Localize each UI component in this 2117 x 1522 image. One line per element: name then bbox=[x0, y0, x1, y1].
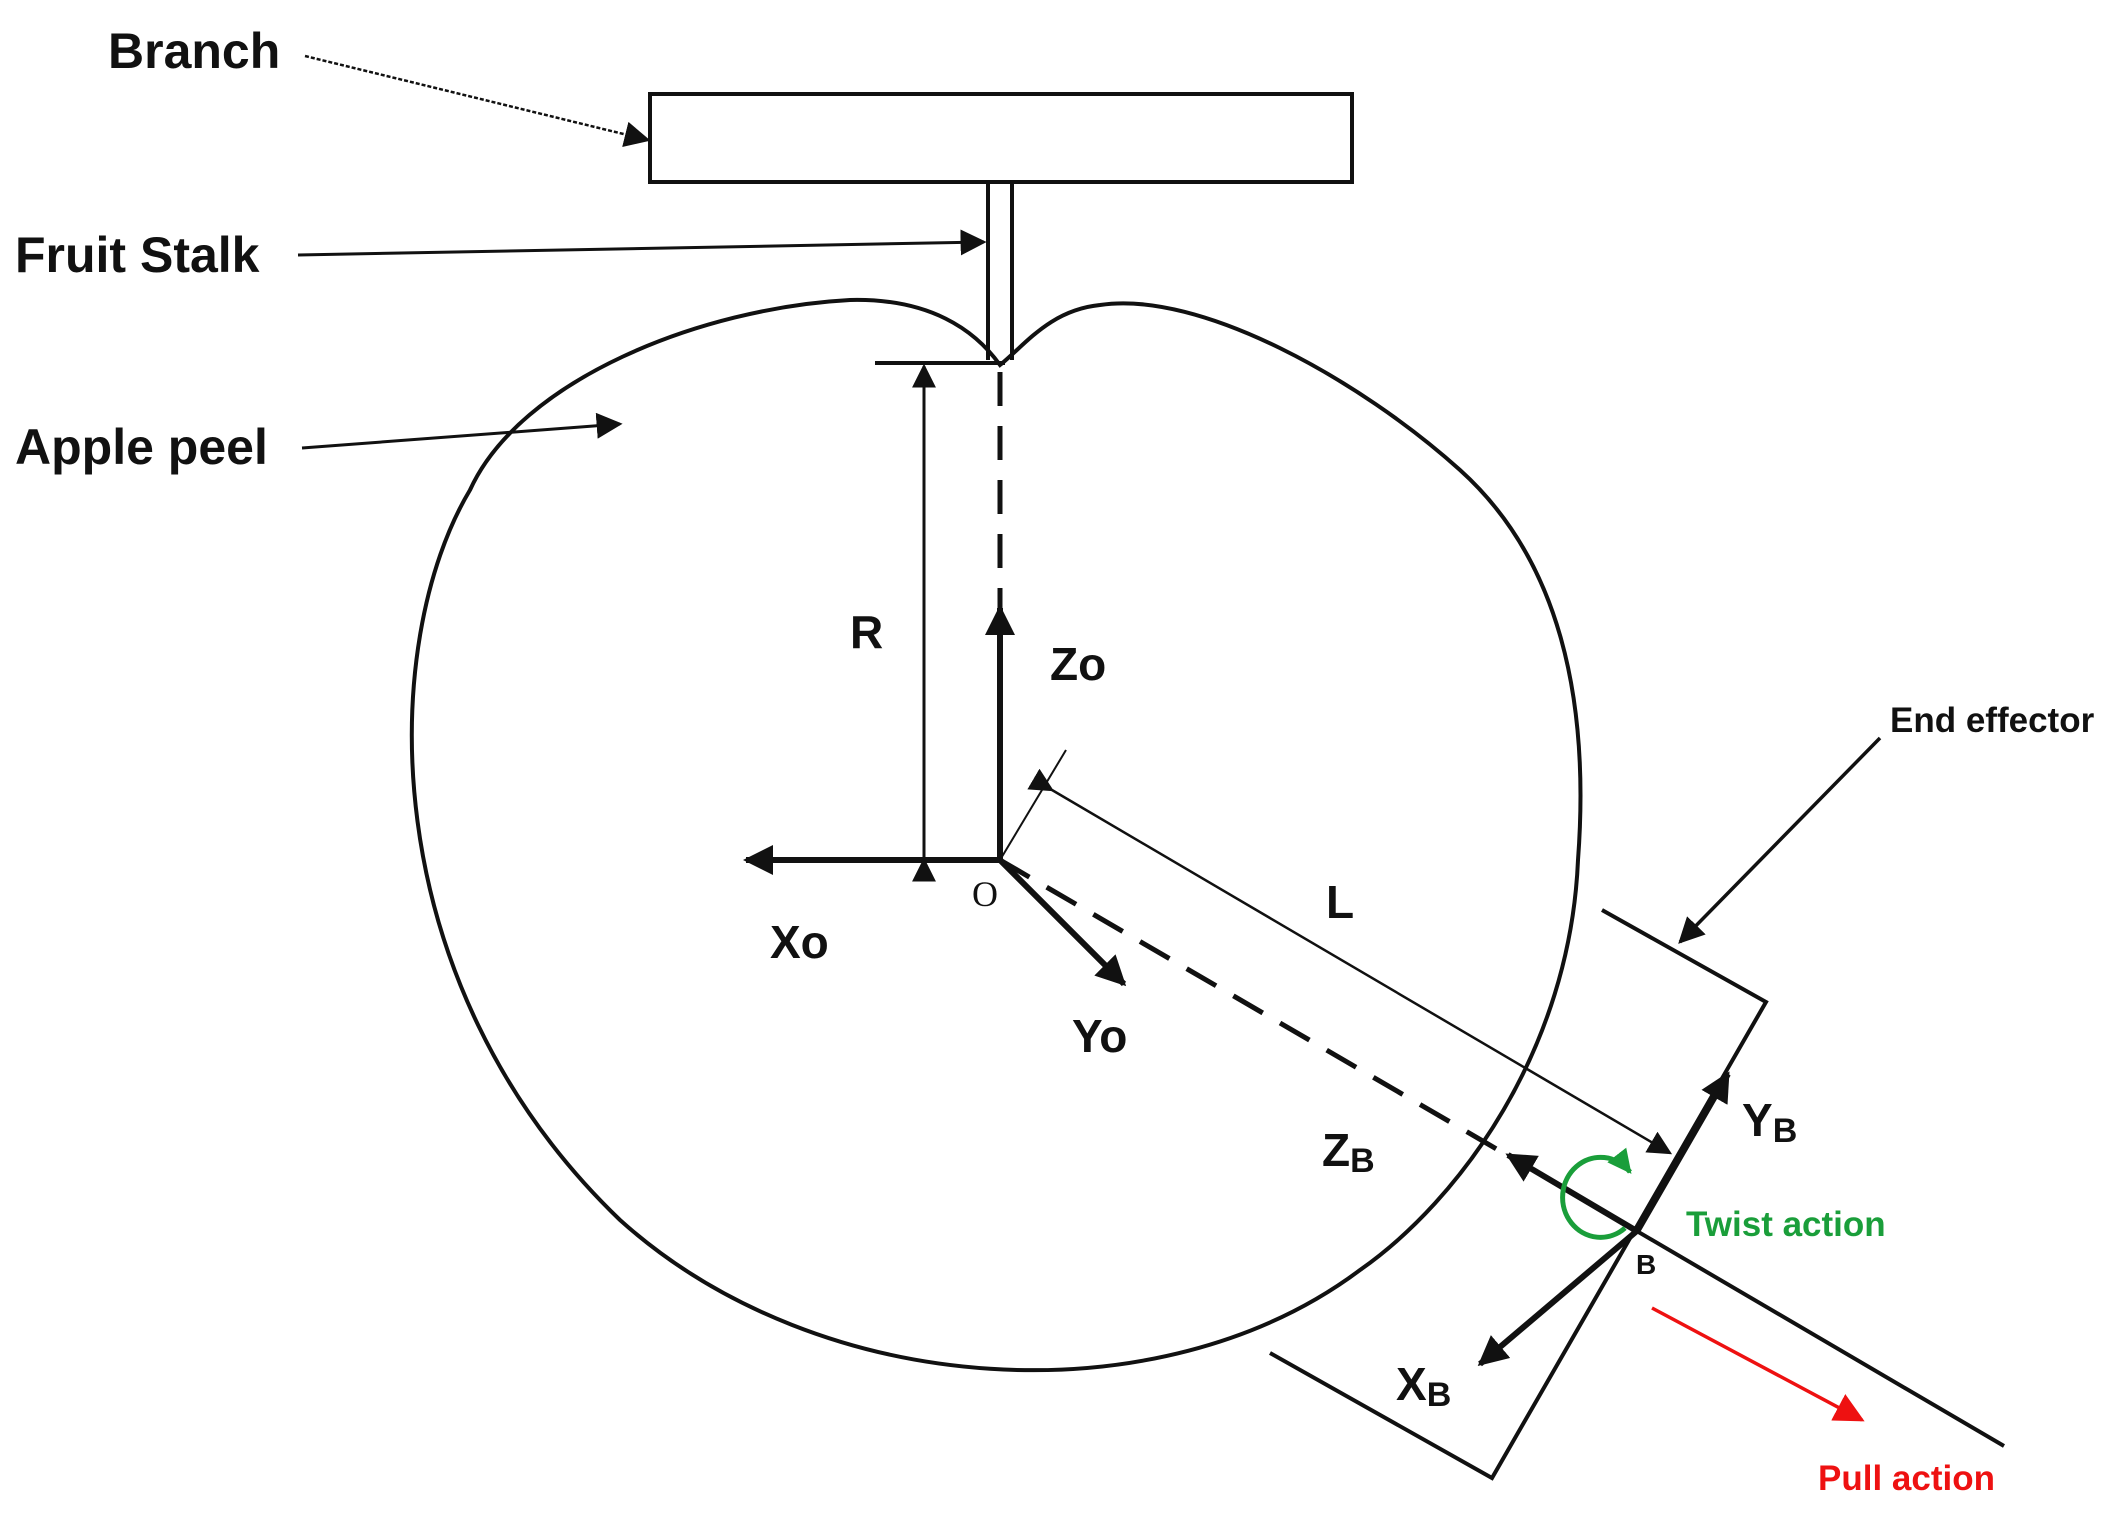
yb-label-main: Y bbox=[1742, 1094, 1773, 1146]
end-effector-label: End effector bbox=[1890, 701, 2095, 740]
fruit-stalk-pointer bbox=[297, 229, 987, 257]
pull-action-arrow bbox=[1651, 1306, 1865, 1422]
fruit-stalk-label: Fruit Stalk bbox=[15, 227, 260, 283]
apple-peel-outline bbox=[409, 297, 1583, 1373]
branch-label: Branch bbox=[108, 23, 280, 79]
twist-action-arrow bbox=[1560, 1147, 1632, 1240]
radius-label: R bbox=[850, 606, 883, 658]
zb-label-main: Z bbox=[1322, 1124, 1350, 1176]
apple-peel-pointer bbox=[301, 412, 623, 450]
xb-label-main: X bbox=[1396, 1358, 1427, 1410]
point-b-label: B bbox=[1636, 1249, 1656, 1280]
zb-axis-arrow bbox=[1505, 1152, 1637, 1233]
xb-label: XB bbox=[1396, 1358, 1451, 1414]
branch-pointer bbox=[304, 54, 651, 148]
apple-peel-label: Apple peel bbox=[15, 419, 268, 475]
fruit-stalk bbox=[986, 184, 1014, 360]
zb-axis-dashed bbox=[998, 857, 1514, 1161]
length-extension-line bbox=[999, 749, 1067, 861]
branch-bar bbox=[648, 92, 1354, 184]
xb-axis-arrow bbox=[1477, 1227, 1640, 1367]
pull-action-label: Pull action bbox=[1818, 1459, 1995, 1498]
end-effector-pointer bbox=[1678, 736, 1882, 944]
yb-label: YB bbox=[1742, 1094, 1797, 1150]
yb-axis-arrow bbox=[1635, 1071, 1731, 1232]
length-label: L bbox=[1326, 876, 1354, 928]
xo-label: Xo bbox=[770, 916, 829, 968]
yb-label-subscript: B bbox=[1773, 1112, 1798, 1150]
yo-label: Yo bbox=[1072, 1010, 1127, 1062]
twist-action-label: Twist action bbox=[1686, 1205, 1886, 1244]
xb-label-subscript: B bbox=[1427, 1376, 1452, 1414]
length-dimension bbox=[1027, 768, 1673, 1155]
zo-label: Zo bbox=[1050, 638, 1106, 690]
zb-label-subscript: B bbox=[1350, 1142, 1375, 1180]
zb-label: ZB bbox=[1322, 1124, 1375, 1180]
end-effector-body bbox=[1269, 908, 1769, 1481]
origin-label: O bbox=[972, 874, 998, 914]
